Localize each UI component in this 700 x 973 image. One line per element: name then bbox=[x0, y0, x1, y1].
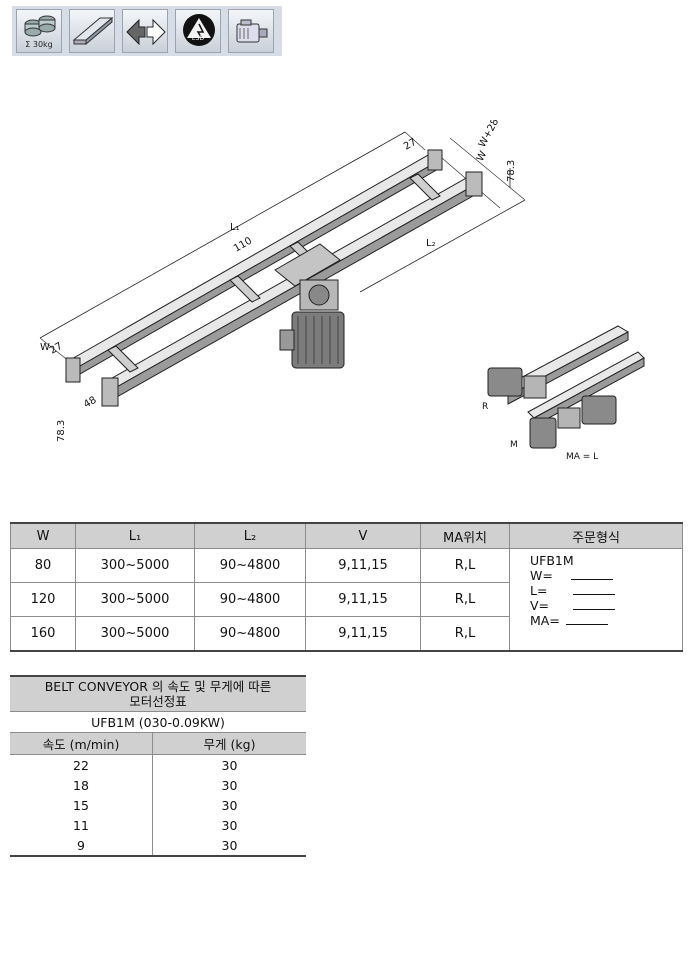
table-row: 11 30 bbox=[10, 815, 306, 835]
blank-l bbox=[573, 584, 616, 595]
table-row: 9 30 bbox=[10, 835, 306, 857]
table-row: 15 30 bbox=[10, 795, 306, 815]
dim-110: 110 bbox=[232, 236, 254, 255]
conveyor-drawing: W+28 W 78.3 L₁ L₂ 110 27 27 W 48 78.3 bbox=[39, 120, 526, 442]
motor-model: UFB1M (030-0.09KW) bbox=[10, 711, 306, 733]
motor-position-detail bbox=[487, 325, 645, 449]
spec-header-row: W L₁ L₂ V MA위치 주문형식 bbox=[10, 522, 683, 549]
esd-caption: ESD bbox=[191, 35, 205, 42]
col-v: V bbox=[305, 522, 421, 549]
blank-w bbox=[570, 569, 613, 580]
motor-selection-title: BELT CONVEYOR 의 속도 및 무게에 따른 모터선정표 bbox=[10, 675, 306, 712]
dim-height-top: 78.3 bbox=[506, 160, 517, 182]
order-ma: MA= bbox=[530, 613, 560, 628]
dim-27-top: 27 bbox=[402, 137, 419, 153]
detail-label-m: M bbox=[510, 440, 518, 450]
col-weight: 무게 (kg) bbox=[152, 732, 306, 755]
table-row: 80 300~5000 90~4800 9,11,15 R,L UFB1M W=… bbox=[10, 548, 683, 652]
belt-surface-icon bbox=[69, 9, 115, 53]
table-row: 22 30 bbox=[10, 754, 306, 775]
order-w: W= bbox=[530, 568, 553, 583]
order-l: L= bbox=[530, 583, 548, 598]
dim-48: 48 bbox=[82, 395, 99, 411]
load-weight-icon: Σ 30kg bbox=[16, 9, 62, 53]
dim-l2: L₂ bbox=[426, 238, 436, 249]
order-model: UFB1M bbox=[530, 553, 574, 568]
col-l1: L₁ bbox=[75, 522, 195, 549]
blank-ma bbox=[565, 614, 608, 625]
bidirectional-arrows-icon bbox=[122, 9, 168, 53]
col-order: 주문형식 bbox=[509, 522, 683, 549]
table-row: 18 30 bbox=[10, 775, 306, 795]
col-ma: MA위치 bbox=[420, 522, 510, 549]
table-row: 160 300~5000 90~4800 9,11,15 R,L bbox=[10, 616, 683, 652]
motor-selection-table: BELT CONVEYOR 의 속도 및 무게에 따른 모터선정표 UFB1M … bbox=[10, 675, 306, 857]
order-format: UFB1M W= L= V= MA= bbox=[509, 548, 683, 652]
detail-label-r: R bbox=[482, 402, 489, 412]
table-row: 120 300~5000 90~4800 9,11,15 R,L bbox=[10, 582, 683, 617]
dim-w: W bbox=[475, 149, 489, 163]
motor-selection-header: 속도 (m/min) 무게 (kg) bbox=[10, 732, 306, 755]
detail-label-ma: MA = L bbox=[566, 452, 599, 462]
col-w: W bbox=[10, 522, 76, 549]
esd-icon: ESD bbox=[175, 9, 221, 53]
order-v: V= bbox=[530, 598, 550, 613]
dim-27-left: 27 bbox=[48, 341, 65, 357]
dim-height-bottom: 78.3 bbox=[56, 420, 67, 442]
col-speed: 속도 (m/min) bbox=[10, 732, 153, 755]
icon-strip: Σ 30kg ESD bbox=[12, 6, 282, 56]
dim-w-plus-28: W+28 bbox=[477, 120, 501, 149]
load-weight-caption: Σ 30kg bbox=[25, 40, 53, 49]
dim-l1: L₁ bbox=[230, 222, 240, 233]
motor-icon bbox=[228, 9, 274, 53]
col-l2: L₂ bbox=[194, 522, 306, 549]
blank-v bbox=[573, 599, 616, 610]
dim-w-left: W bbox=[40, 342, 50, 353]
spec-table: W L₁ L₂ V MA위치 주문형식 80 300~5000 90~4800 … bbox=[10, 522, 683, 652]
